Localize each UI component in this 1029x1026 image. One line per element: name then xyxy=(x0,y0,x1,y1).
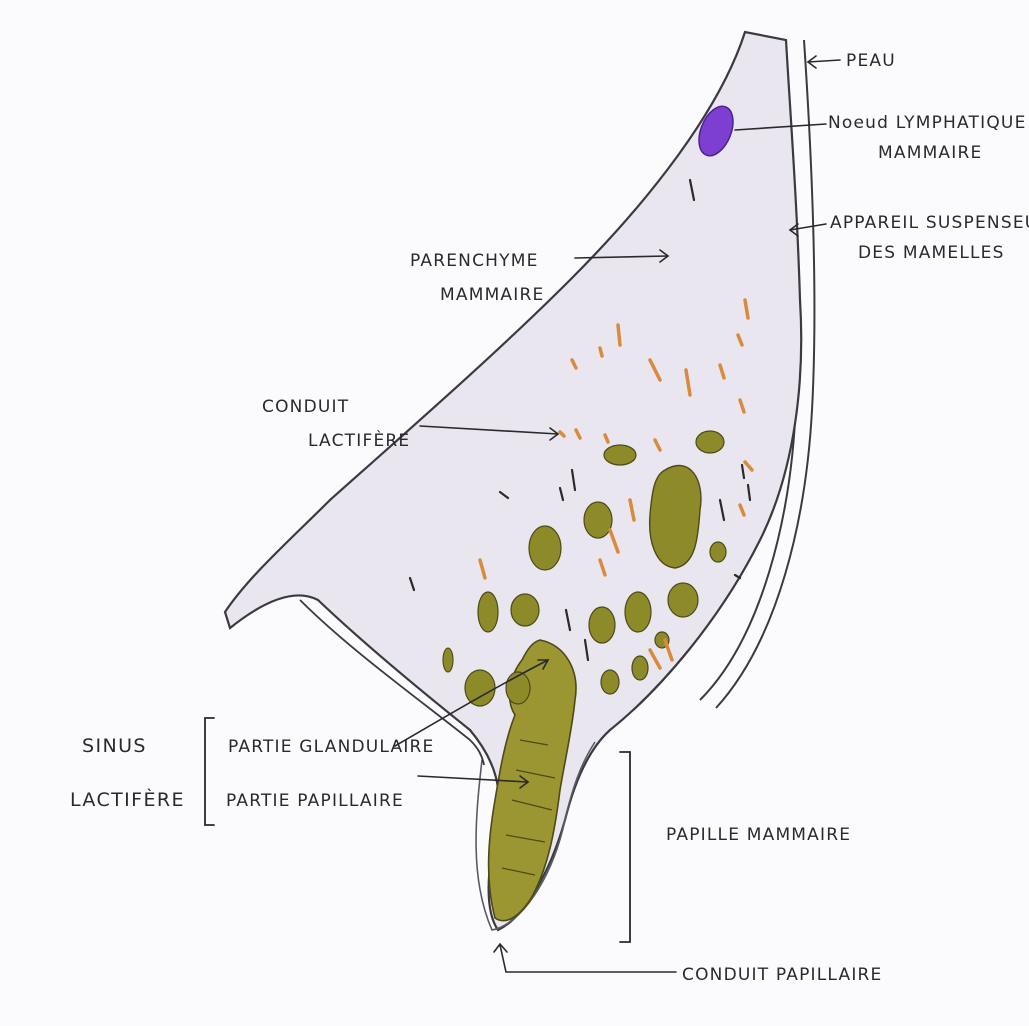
alveolus xyxy=(589,607,615,643)
alveolus xyxy=(632,656,648,680)
alveolus xyxy=(604,445,636,465)
alveolus xyxy=(696,431,724,453)
alveolus xyxy=(710,542,726,562)
label-noeud-line2: MAMMAIRE xyxy=(878,143,982,163)
sinus-bracket xyxy=(205,718,214,825)
alveolus xyxy=(443,648,453,672)
label-appareil-line1: APPAREIL SUSPENSEUR xyxy=(830,213,1029,233)
label-papille-mammaire: PAPILLE MAMMAIRE xyxy=(666,825,851,845)
conduit-papillaire-leader xyxy=(500,945,676,972)
label-sinus-line1: SINUS xyxy=(82,735,147,757)
peau-leader xyxy=(808,60,840,62)
alveolus xyxy=(668,583,698,617)
alveolus xyxy=(529,526,561,570)
label-noeud-line1: Noeud LYMPHATIQUE xyxy=(828,113,1027,133)
alveoli-cluster-large xyxy=(650,466,701,568)
label-conduit-papillaire: CONDUIT PAPILLAIRE xyxy=(682,965,883,985)
label-partie-glandulaire: PARTIE GLANDULAIRE xyxy=(228,737,434,757)
alveolus xyxy=(465,670,495,706)
alveolus xyxy=(511,594,539,626)
label-conduit-lactifere-line1: CONDUIT xyxy=(262,397,349,417)
label-sinus-line2: LACTIFÈRE xyxy=(70,788,185,811)
alveolus xyxy=(584,502,612,538)
alveolus xyxy=(625,592,651,632)
label-parenchyme-line1: PARENCHYME xyxy=(410,251,539,271)
label-parenchyme-line2: MAMMAIRE xyxy=(440,285,544,305)
label-conduit-lactifere-line2: LACTIFÈRE xyxy=(308,429,410,451)
papille-bracket xyxy=(620,752,630,942)
label-partie-papillaire: PARTIE PAPILLAIRE xyxy=(226,791,404,811)
alveolus xyxy=(478,592,498,632)
label-peau: PEAU xyxy=(846,51,896,71)
alveolus xyxy=(601,670,619,694)
label-appareil-line2: DES MAMELLES xyxy=(858,243,1005,263)
